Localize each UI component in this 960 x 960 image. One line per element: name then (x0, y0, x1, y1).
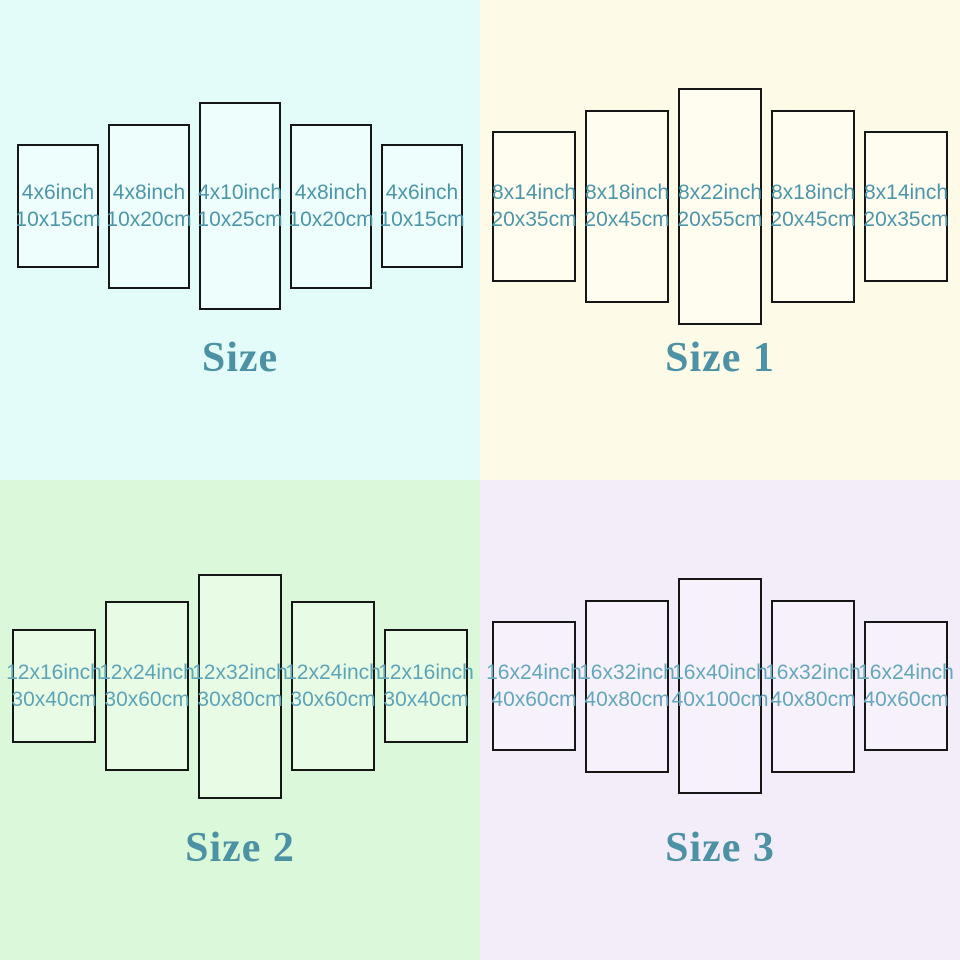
panel-cm-label: 20x55cm (677, 208, 763, 231)
panel-cm-label: 40x60cm (863, 688, 949, 711)
quadrant-size: 4x6inch 10x15cm 4x8inch 10x20cm 4x10inch… (0, 0, 480, 480)
panel-cm-label: 20x35cm (491, 208, 577, 231)
panel-cm-label: 40x100cm (671, 688, 769, 711)
panel-cm-label: 30x40cm (383, 688, 469, 711)
size-chart-panel: 16x24inch 40x60cm (858, 621, 954, 751)
panel-inch-label: 16x24inch (486, 661, 582, 684)
panel-inch-label: 4x6inch (385, 181, 459, 204)
size-chart-panel: 12x16inch 30x40cm (378, 629, 474, 743)
quadrant-size-1: 8x14inch 20x35cm 8x18inch 20x45cm 8x22in… (480, 0, 960, 480)
panel-cm-label: 10x15cm (379, 208, 465, 231)
quadrant-size-2: 12x16inch 30x40cm 12x24inch 30x60cm 12x3… (0, 480, 480, 960)
panel-inch-label: 16x40inch (672, 661, 768, 684)
panel-cm-label: 40x60cm (491, 688, 577, 711)
panel-inch-label: 8x14inch (491, 181, 577, 204)
size-chart-panel: 4x10inch 10x25cm (197, 102, 283, 310)
panel-inch-label: 12x24inch (285, 661, 381, 684)
panel-cm-label: 40x80cm (770, 688, 856, 711)
panel-inch-label: 8x18inch (770, 181, 856, 204)
panel-inch-label: 12x16inch (378, 661, 474, 684)
panel-inch-label: 16x24inch (858, 661, 954, 684)
panel-cm-label: 20x45cm (584, 208, 670, 231)
panel-cm-label: 30x80cm (197, 688, 283, 711)
size-title: Size 1 (665, 335, 775, 381)
panel-inch-label: 4x8inch (294, 181, 368, 204)
size-title: Size 3 (665, 825, 775, 871)
size-chart-panel: 8x18inch 20x45cm (770, 109, 856, 303)
size-chart-panel: 8x14inch 20x35cm (491, 130, 577, 282)
size-chart-panel: 4x6inch 10x15cm (15, 144, 101, 268)
size-chart-panel: 8x18inch 20x45cm (584, 109, 670, 303)
panel-inch-label: 4x6inch (21, 181, 95, 204)
panel-inch-label: 16x32inch (765, 661, 861, 684)
panel-row: 16x24inch 40x60cm 16x32inch 40x80cm 16x4… (480, 480, 960, 892)
panel-inch-label: 8x18inch (584, 181, 670, 204)
size-chart-panel: 12x16inch 30x40cm (6, 629, 102, 743)
panel-cm-label: 30x40cm (11, 688, 97, 711)
size-chart-panel: 12x24inch 30x60cm (285, 601, 381, 771)
size-chart-panel: 8x14inch 20x35cm (863, 130, 949, 282)
panel-cm-label: 10x15cm (15, 208, 101, 231)
panel-inch-label: 16x32inch (579, 661, 675, 684)
size-title: Size 2 (185, 825, 295, 871)
panel-cm-label: 30x60cm (104, 688, 190, 711)
panel-cm-label: 40x80cm (584, 688, 670, 711)
size-chart-panel: 16x40inch 40x100cm (672, 578, 768, 794)
size-chart-panel: 16x32inch 40x80cm (579, 599, 675, 773)
panel-row: 4x6inch 10x15cm 4x8inch 10x20cm 4x10inch… (0, 0, 480, 412)
panel-row: 8x14inch 20x35cm 8x18inch 20x45cm 8x22in… (480, 0, 960, 412)
panel-inch-label: 4x10inch (197, 181, 283, 204)
panel-inch-label: 8x14inch (863, 181, 949, 204)
panel-cm-label: 20x45cm (770, 208, 856, 231)
size-title: Size (201, 335, 279, 381)
panel-inch-label: 12x24inch (99, 661, 195, 684)
size-chart-panel: 16x32inch 40x80cm (765, 599, 861, 773)
panel-cm-label: 20x35cm (863, 208, 949, 231)
panel-inch-label: 12x32inch (192, 661, 288, 684)
size-chart-panel: 16x24inch 40x60cm (486, 621, 582, 751)
size-chart-panel: 12x24inch 30x60cm (99, 601, 195, 771)
size-chart-panel: 8x22inch 20x55cm (677, 87, 763, 325)
panel-inch-label: 8x22inch (677, 181, 763, 204)
size-chart-panel: 12x32inch 30x80cm (192, 573, 288, 799)
size-chart-panel: 4x8inch 10x20cm (106, 123, 192, 289)
quadrant-size-3: 16x24inch 40x60cm 16x32inch 40x80cm 16x4… (480, 480, 960, 960)
panel-cm-label: 30x60cm (290, 688, 376, 711)
panel-cm-label: 10x20cm (106, 208, 192, 231)
panel-cm-label: 10x25cm (197, 208, 283, 231)
size-chart-panel: 4x8inch 10x20cm (288, 123, 374, 289)
panel-cm-label: 10x20cm (288, 208, 374, 231)
panel-inch-label: 4x8inch (112, 181, 186, 204)
panel-row: 12x16inch 30x40cm 12x24inch 30x60cm 12x3… (0, 480, 480, 892)
size-chart-panel: 4x6inch 10x15cm (379, 144, 465, 268)
panel-inch-label: 12x16inch (6, 661, 102, 684)
